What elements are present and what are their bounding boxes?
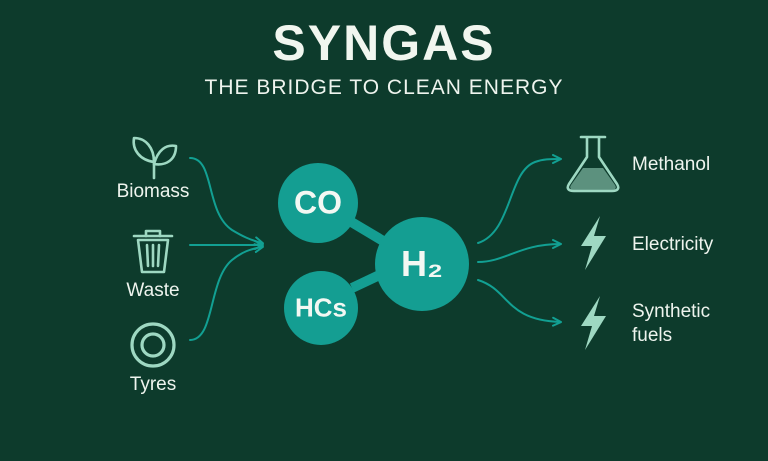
arrow-tyres	[189, 243, 264, 341]
leaf-icon	[132, 136, 178, 180]
input-label-tyres: Tyres	[129, 374, 177, 395]
input-label-biomass: Biomass	[116, 181, 190, 202]
tyre-icon	[130, 322, 176, 368]
hcs-molecule	[284, 271, 358, 345]
input-label-waste: Waste	[126, 280, 180, 301]
lightning-icon	[581, 216, 606, 270]
hcs-label: HCs	[294, 292, 348, 323]
output-label-electricity-text: Electricity	[632, 234, 714, 255]
flask-icon	[566, 135, 620, 193]
h2-label: H₂	[401, 243, 443, 284]
output-label-electricity: Electricity	[632, 233, 713, 257]
arrow-synthetic-fuels	[477, 279, 562, 327]
arrow-biomass	[189, 157, 264, 247]
page-title: SYNGAS	[272, 15, 496, 71]
output-arrows	[477, 154, 562, 327]
co-molecule	[278, 163, 358, 243]
co-label: CO	[294, 184, 342, 221]
h2-molecule	[375, 217, 469, 311]
page-subtitle: THE BRIDGE TO CLEAN ENERGY	[204, 76, 564, 99]
output-label-synthetic-line1: Synthetic	[632, 301, 711, 322]
output-label-methanol-text: Methanol	[632, 154, 711, 175]
input-arrows	[189, 157, 264, 341]
output-label-synthetic-fuels: Synthetic fuels	[632, 300, 710, 348]
output-label-synthetic-line2: fuels	[632, 325, 673, 346]
output-label-methanol: Methanol	[632, 153, 710, 177]
arrow-electricity	[477, 239, 562, 263]
trash-bin-icon	[132, 229, 174, 274]
lightning-icon	[581, 296, 606, 350]
arrow-methanol	[477, 154, 562, 244]
